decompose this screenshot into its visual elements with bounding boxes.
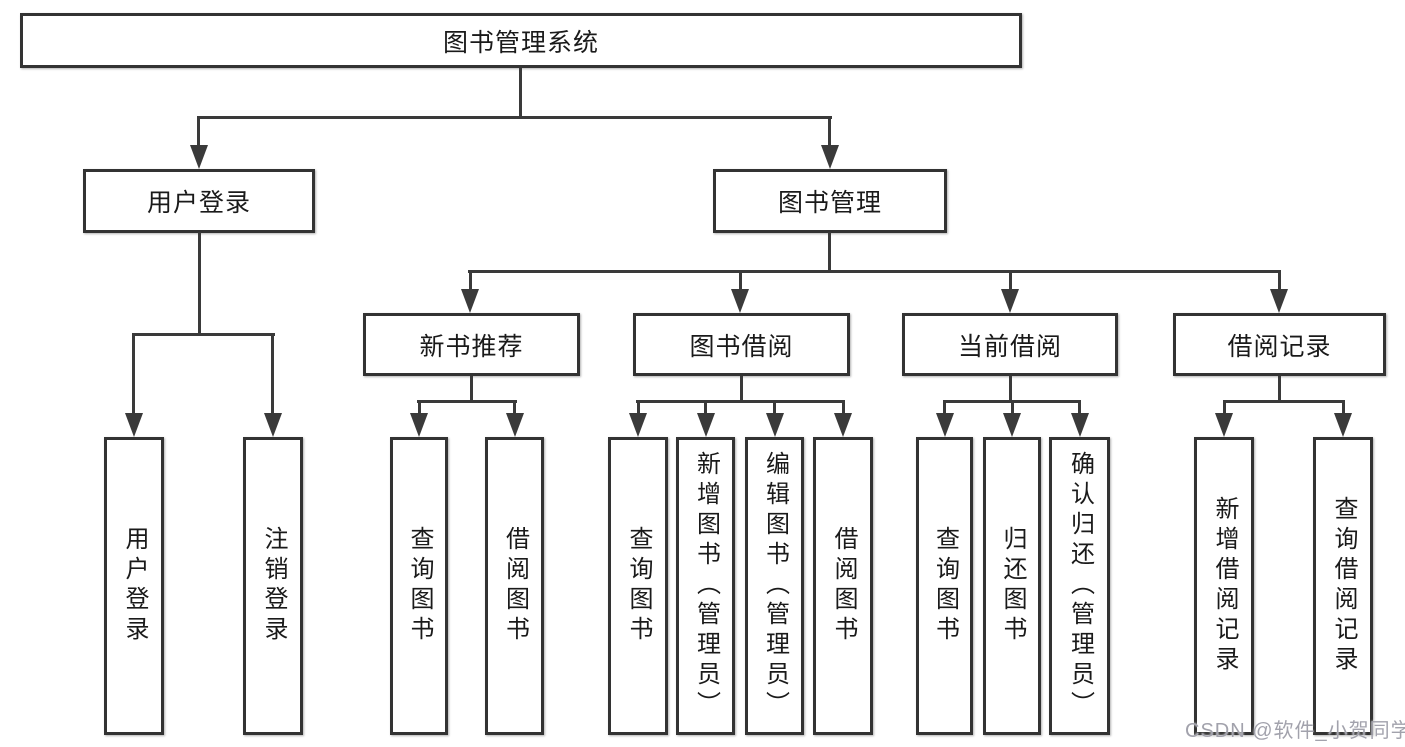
leaf-label: 查询图书 — [931, 526, 959, 646]
arrow-down-icon — [731, 289, 749, 313]
leaf-label: 新增图书（管理员） — [692, 451, 720, 721]
leaf-add-borrow-record: 新增借阅记录 — [1194, 437, 1254, 735]
node-borrow-records: 借阅记录 — [1173, 313, 1386, 376]
edge-g2-drop-1 — [637, 400, 640, 415]
arrow-down-icon — [766, 413, 784, 437]
arrow-down-icon — [821, 145, 839, 169]
edge-userlogin-stem — [198, 232, 201, 335]
arrow-down-icon — [936, 413, 954, 437]
edge-l3-branch — [468, 270, 1281, 273]
edge-l2-drop-2 — [828, 116, 831, 147]
node-borrow-records-label: 借阅记录 — [1227, 332, 1332, 361]
edge-l3-drop-4 — [1278, 270, 1281, 291]
edge-g4-drop-1 — [1223, 400, 1226, 415]
edge-g2-drop-2 — [704, 400, 707, 415]
leaf-user-login: 用户登录 — [104, 437, 164, 735]
node-current-borrow-label: 当前借阅 — [957, 332, 1062, 361]
leaf-label: 查询借阅记录 — [1330, 496, 1357, 676]
leaf-label: 确认归还（管理员） — [1066, 451, 1094, 721]
node-current-borrow: 当前借阅 — [902, 313, 1118, 376]
arrow-down-icon — [629, 413, 647, 437]
edge-g2-drop-4 — [842, 400, 845, 415]
edge-l3-drop-1 — [469, 270, 472, 291]
leaf-borrow-books-recommend: 借阅图书 — [485, 437, 544, 735]
edge-bookmgmt-stem — [828, 232, 831, 273]
node-root-label: 图书管理系统 — [442, 28, 599, 57]
edge-g4-branch — [1223, 400, 1345, 403]
leaf-label: 编辑图书（管理员） — [761, 451, 789, 721]
edge-g3-stem — [1009, 376, 1012, 402]
leaf-query-books-recommend: 查询图书 — [390, 437, 448, 735]
leaf-query-books-borrow: 查询图书 — [608, 437, 668, 735]
leaf-label: 借阅图书 — [830, 526, 857, 646]
leaf-label: 注销登录 — [260, 526, 287, 646]
edge-g2-drop-3 — [773, 400, 776, 415]
leaf-query-books-current: 查询图书 — [916, 437, 973, 735]
edge-userlogin-drop-2 — [271, 333, 274, 415]
arrow-down-icon — [1215, 413, 1233, 437]
arrow-down-icon — [834, 413, 852, 437]
leaf-confirm-return-admin: 确认归还（管理员） — [1049, 437, 1110, 735]
leaf-logout: 注销登录 — [243, 437, 303, 735]
edge-g1-drop-1 — [418, 400, 421, 415]
leaf-label: 借阅图书 — [501, 526, 529, 646]
edge-g2-stem — [740, 376, 743, 402]
arrow-down-icon — [461, 289, 479, 313]
arrow-down-icon — [264, 413, 282, 437]
edge-g3-drop-3 — [1078, 400, 1081, 415]
edge-g4-stem — [1278, 376, 1281, 402]
leaf-label: 查询图书 — [406, 526, 433, 646]
edge-g2-branch — [636, 400, 845, 403]
leaf-edit-book-admin: 编辑图书（管理员） — [745, 437, 804, 735]
edge-userlogin-drop-1 — [132, 333, 135, 415]
edge-g3-drop-1 — [943, 400, 946, 415]
leaf-query-borrow-record: 查询借阅记录 — [1313, 437, 1373, 735]
node-new-book-recommend: 新书推荐 — [363, 313, 580, 376]
arrow-down-icon — [1270, 289, 1288, 313]
arrow-down-icon — [1071, 413, 1089, 437]
csdn-watermark: CSDN @软件_小贺同学 — [1185, 720, 1405, 742]
leaf-label: 查询图书 — [625, 526, 652, 646]
arrow-down-icon — [1003, 413, 1021, 437]
node-book-management: 图书管理 — [713, 169, 947, 233]
edge-g1-stem — [470, 376, 473, 402]
arrow-down-icon — [190, 145, 208, 169]
arrow-down-icon — [410, 413, 428, 437]
node-root: 图书管理系统 — [20, 13, 1022, 68]
edge-g4-drop-2 — [1342, 400, 1345, 415]
node-new-book-recommend-label: 新书推荐 — [419, 332, 524, 361]
edge-root-stem — [519, 68, 522, 117]
leaf-label: 归还图书 — [999, 526, 1026, 646]
leaf-label: 用户登录 — [121, 526, 148, 646]
edge-userlogin-branch — [132, 333, 275, 336]
arrow-down-icon — [697, 413, 715, 437]
arrow-down-icon — [125, 413, 143, 437]
leaf-add-book-admin: 新增图书（管理员） — [676, 437, 735, 735]
node-book-borrow-label: 图书借阅 — [689, 332, 794, 361]
edge-g3-drop-2 — [1011, 400, 1014, 415]
arrow-down-icon — [1334, 413, 1352, 437]
leaf-borrow-books: 借阅图书 — [813, 437, 873, 735]
edge-l2-branch — [197, 116, 832, 119]
edge-g1-drop-2 — [513, 400, 516, 415]
arrow-down-icon — [1001, 289, 1019, 313]
edge-g1-branch — [417, 400, 517, 403]
arrow-down-icon — [506, 413, 524, 437]
edge-l3-drop-3 — [1009, 270, 1012, 291]
leaf-label: 新增借阅记录 — [1211, 496, 1238, 676]
edge-l2-drop-1 — [197, 116, 200, 147]
node-book-borrow: 图书借阅 — [633, 313, 850, 376]
leaf-return-book: 归还图书 — [983, 437, 1041, 735]
node-book-management-label: 图书管理 — [777, 189, 882, 217]
node-user-login: 用户登录 — [83, 169, 315, 233]
edge-l3-drop-2 — [739, 270, 742, 291]
node-user-login-label: 用户登录 — [146, 189, 251, 217]
